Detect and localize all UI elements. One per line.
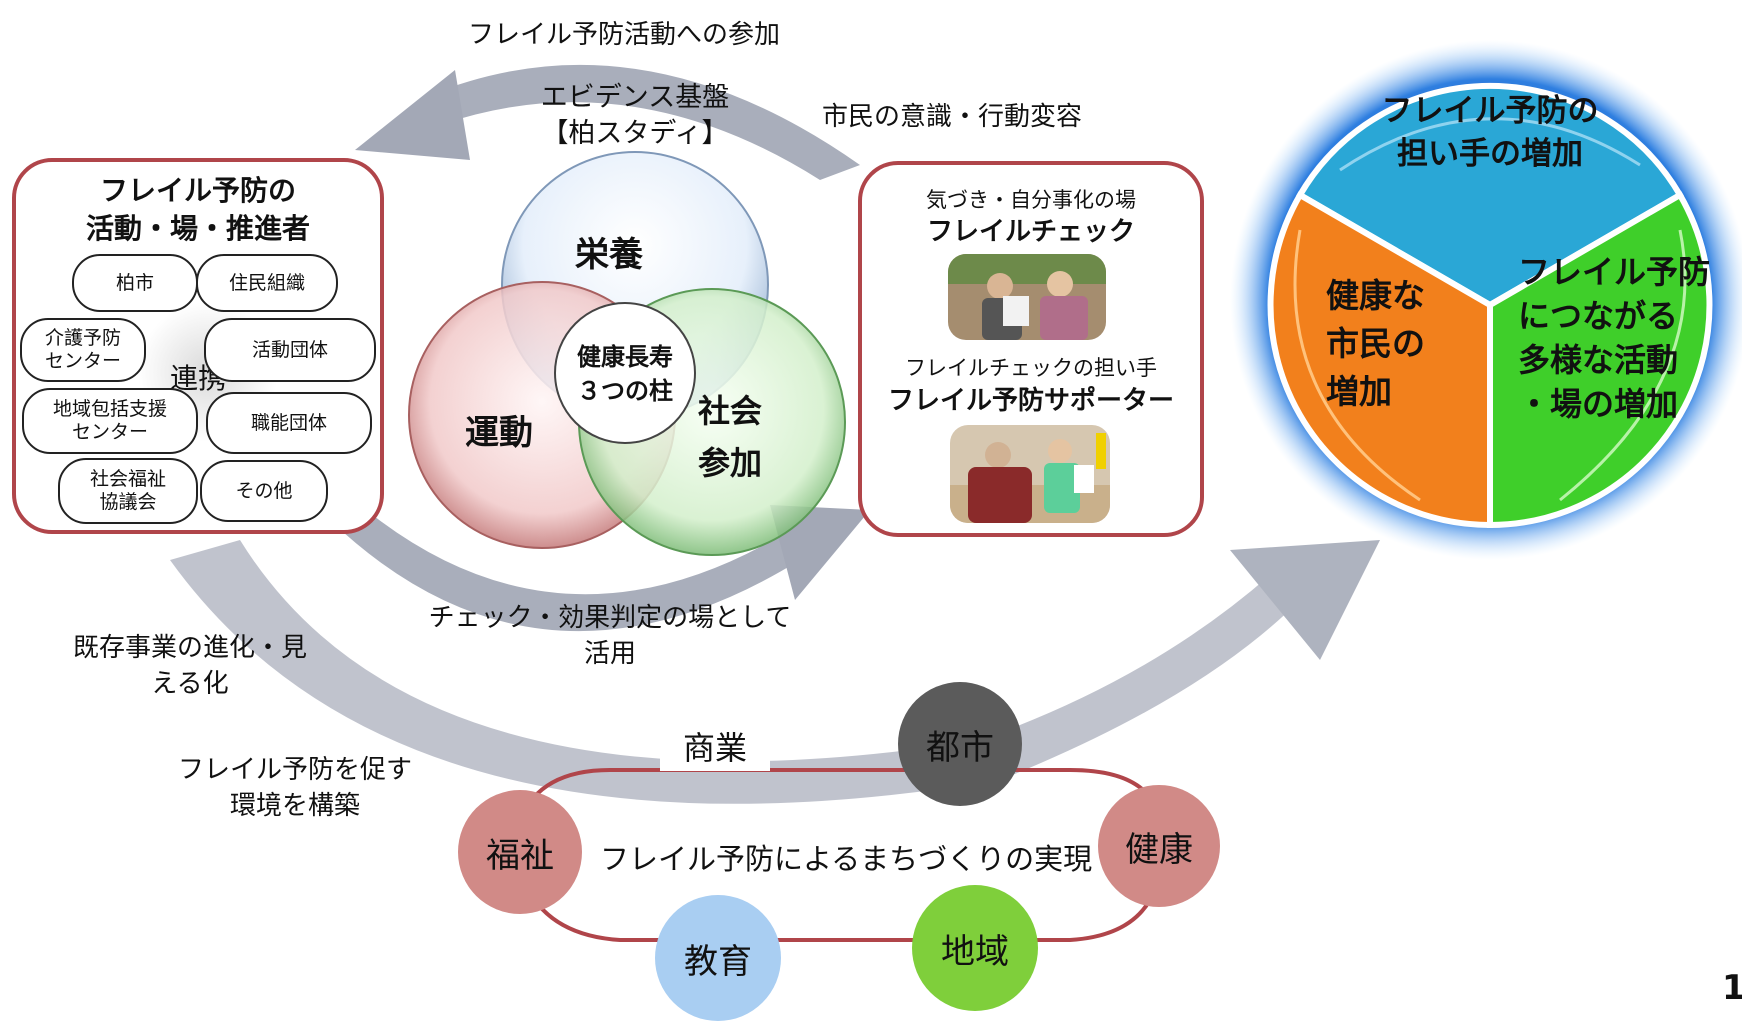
- cycle-left-line3: 増加: [1326, 372, 1392, 411]
- pill-text: 柏市: [115, 271, 154, 294]
- cycle-right-line3: 多様な活動: [1518, 341, 1679, 379]
- evidence-line2: 【柏スタディ】: [541, 118, 729, 149]
- pill-care-prevention-center: 介護予防センター: [20, 318, 146, 382]
- town-node-region: 地域: [912, 885, 1038, 1011]
- town-city-text: 都市: [926, 727, 994, 768]
- cycle-right-label: フレイル予防 につながる 多様な活動 ・場の増加: [1518, 250, 1728, 426]
- pill-social-welfare-council: 社会福祉協議会: [58, 458, 198, 524]
- arrow-big-sweep-head: [1230, 540, 1380, 660]
- evidence-label: エビデンス基盤 【柏スタディ】: [515, 80, 755, 152]
- right-panel-title2: フレイル予防サポーター: [887, 386, 1174, 416]
- town-commerce-text: 商業: [682, 729, 747, 767]
- venn-center-line2: ３つの柱: [577, 377, 673, 405]
- arrow-top-arc: [430, 64, 860, 180]
- left-panel-title-line1: フレイル予防の: [99, 174, 296, 207]
- cycle-right-line1: フレイル予防: [1518, 253, 1711, 291]
- right-panel-frame: [858, 161, 1204, 537]
- arrow-bottom-arc-head: [770, 505, 870, 600]
- pill-activity-groups: 活動団体: [204, 318, 376, 382]
- photo-frailty-check-image: [948, 254, 1106, 340]
- cycle-right-line2: につながる: [1518, 297, 1679, 335]
- pill-text: 職能団体: [250, 411, 327, 434]
- cycle-left-label: 健康な 市民の 増加: [1326, 272, 1466, 416]
- photo-frailty-supporter: [950, 425, 1110, 523]
- venn-center-label: 健康長寿 ３つの柱: [555, 340, 695, 408]
- cycle-segment-right: [1487, 190, 1713, 529]
- venn-social-line2: 参加: [697, 444, 762, 482]
- venn-center-line1: 健康長寿: [577, 343, 673, 371]
- left-panel-title-line2: 活動・場・推進者: [85, 212, 310, 245]
- arrow-label-left-middle: 既存事業の進化・見える化: [70, 630, 310, 702]
- pill-kashiwa-city: 柏市: [72, 254, 198, 312]
- pill-professional-groups: 職能団体: [206, 392, 372, 454]
- venn-center-circle: [554, 302, 696, 444]
- town-node-health: 健康: [1098, 785, 1220, 907]
- cycle-top-line1: フレイル予防の: [1381, 93, 1599, 129]
- venn-exercise-label: 運動: [465, 413, 533, 453]
- arrow-label-left-middle-text: 既存事業の進化・見える化: [72, 633, 307, 699]
- town-education-text: 教育: [684, 941, 752, 982]
- pill-others: その他: [200, 460, 328, 522]
- pill-residents-org: 住民組織: [196, 254, 338, 312]
- venn-nutrition-label: 栄養: [575, 235, 643, 275]
- pill-text: 介護予防センター: [44, 327, 121, 372]
- pill-text: 住民組織: [228, 271, 305, 294]
- arrow-bottom-arc: [330, 505, 800, 632]
- arrow-label-bottom-middle: チェック・効果判定の場として活用: [425, 600, 795, 672]
- town-region-text: 地域: [941, 931, 1009, 972]
- cycle-left-line1: 健康な: [1326, 276, 1425, 315]
- left-panel-title: フレイル予防の 活動・場・推進者: [14, 172, 382, 248]
- arrow-label-top: フレイル予防活動への参加: [468, 20, 781, 50]
- pill-text: 活動団体: [251, 338, 328, 361]
- town-commerce-label: 商業: [660, 725, 770, 771]
- cycle-left-line2: 市民の: [1326, 324, 1425, 363]
- town-health-text: 健康: [1125, 829, 1193, 870]
- cycle-segment-left: [1267, 190, 1493, 529]
- town-node-city: 都市: [898, 682, 1022, 806]
- town-node-education: 教育: [655, 895, 781, 1021]
- town-center-label: フレイル予防によるまちづくりの実現: [600, 842, 1093, 876]
- right-panel-caption1: 気づき・自分事化の場: [926, 188, 1136, 212]
- right-panel-title1: フレイルチェック: [926, 217, 1135, 247]
- right-panel-caption2: フレイルチェックの担い手: [905, 356, 1157, 380]
- town-node-welfare: 福祉: [458, 790, 582, 914]
- town-welfare-text: 福祉: [486, 835, 554, 876]
- pill-text: その他: [235, 479, 293, 502]
- cycle-right-line4: ・場の増加: [1518, 385, 1679, 423]
- cycle-top-line2: 担い手の増加: [1397, 136, 1583, 172]
- photo-frailty-supporter-image: [950, 425, 1110, 523]
- arrow-label-left-bottom: フレイル予防を促す環境を構築: [170, 752, 420, 824]
- photo-frailty-check: [948, 254, 1106, 340]
- arrow-top-arc-head: [355, 70, 470, 160]
- arrow-label-right-top: 市民の意識・行動変容: [822, 102, 1083, 132]
- pill-text: 社会福祉協議会: [89, 468, 166, 513]
- venn-social-line1: 社会: [697, 392, 762, 430]
- arrow-label-bottom-middle-text: チェック・効果判定の場として活用: [428, 603, 792, 669]
- cycle-top-label: フレイル予防の 担い手の増加: [1365, 90, 1615, 176]
- page-number: 1: [1722, 968, 1742, 1008]
- evidence-line1: エビデンス基盤: [540, 82, 730, 113]
- pill-community-support-center: 地域包括支援センター: [22, 388, 198, 454]
- venn-social-label: 社会 参加: [685, 385, 775, 489]
- arrow-label-left-bottom-text: フレイル予防を促す環境を構築: [177, 755, 412, 821]
- pill-text: 地域包括支援センター: [52, 398, 167, 443]
